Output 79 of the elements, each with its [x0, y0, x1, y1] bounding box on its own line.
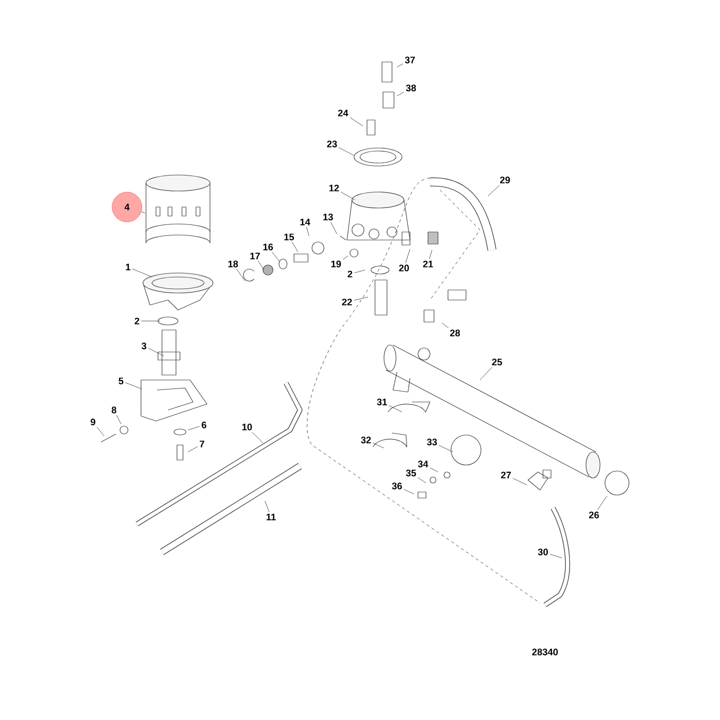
leader-line — [116, 414, 122, 424]
callout-number: 28 — [450, 330, 460, 336]
callout-number: 13 — [323, 214, 333, 220]
leader-line — [354, 270, 366, 274]
callout-number: 7 — [200, 440, 204, 448]
callout-number: 16 — [263, 244, 273, 250]
callout-number: 15 — [284, 234, 294, 240]
callout-number: 29 — [500, 176, 510, 184]
leader-line — [306, 226, 310, 236]
leader-line — [292, 242, 298, 252]
leader-line — [597, 496, 608, 510]
callout-number: 2 — [134, 318, 140, 324]
callout-number: 1 — [126, 264, 130, 270]
leader-line — [442, 322, 449, 328]
callout-number: 23 — [327, 140, 337, 148]
callout-number: 35 — [406, 470, 416, 476]
leader-line — [388, 405, 402, 412]
callout-number: 38 — [406, 84, 416, 92]
leader-line — [430, 467, 438, 472]
leader-line — [125, 382, 142, 390]
callout-number: 27 — [501, 472, 511, 478]
callout-number: 12 — [329, 184, 339, 192]
leader-line — [396, 92, 404, 96]
callout-number: 2 — [348, 270, 352, 278]
callout-number: 18 — [228, 260, 238, 268]
leader-line — [550, 554, 562, 558]
leader-line — [512, 478, 528, 486]
callout-number: 33 — [426, 438, 437, 446]
callout-number: 4 — [112, 192, 142, 222]
leader-line — [418, 477, 426, 484]
callout-number: 26 — [589, 512, 599, 518]
leader-line — [188, 426, 200, 430]
leader-line — [132, 268, 152, 278]
figure-number: 28340 — [532, 648, 558, 656]
callout-number: 10 — [242, 424, 252, 430]
leader-line — [350, 117, 364, 126]
callout-number: 5 — [118, 378, 124, 384]
callout-number: 24 — [338, 110, 348, 116]
callout-number: 25 — [492, 358, 502, 366]
leader-line — [429, 250, 432, 260]
callout-number: 20 — [399, 264, 409, 272]
callout-number: 3 — [142, 342, 146, 350]
leader-line — [141, 320, 160, 322]
leader-line — [488, 184, 500, 196]
callout-number: 21 — [423, 260, 433, 268]
leader-line — [340, 192, 356, 200]
callout-number: 32 — [360, 436, 371, 444]
callout-number: 31 — [376, 398, 387, 406]
leader-line — [96, 426, 104, 436]
callout-number: 14 — [300, 218, 310, 226]
callout-number: 22 — [342, 298, 352, 306]
callout-number: 11 — [266, 514, 276, 520]
callout-number: 19 — [331, 260, 341, 268]
callout-number: 17 — [250, 252, 260, 260]
leader-line — [330, 222, 338, 234]
callout-number: 30 — [538, 548, 548, 556]
leader-line — [338, 147, 356, 156]
callout-number: 36 — [392, 482, 402, 490]
leader-line — [188, 446, 198, 452]
leader-line — [372, 442, 384, 448]
leader-line — [272, 252, 280, 262]
leader-line — [396, 64, 404, 68]
callout-number: 6 — [202, 422, 206, 428]
leader-line — [404, 489, 414, 494]
leader-line — [264, 500, 270, 512]
leader-line — [438, 445, 454, 452]
leader-line — [236, 268, 246, 282]
leader-line — [480, 366, 492, 380]
leader-line — [148, 348, 164, 356]
leader-line — [252, 432, 264, 444]
leader-line — [258, 260, 264, 270]
leader-line — [141, 212, 146, 214]
leader-line — [354, 296, 368, 301]
callout-number: 9 — [90, 418, 96, 426]
callout-number: 37 — [404, 56, 415, 64]
callout-number: 8 — [112, 406, 116, 414]
callout-number: 34 — [418, 460, 428, 468]
leader-line — [405, 248, 410, 264]
leader-line — [342, 256, 348, 260]
